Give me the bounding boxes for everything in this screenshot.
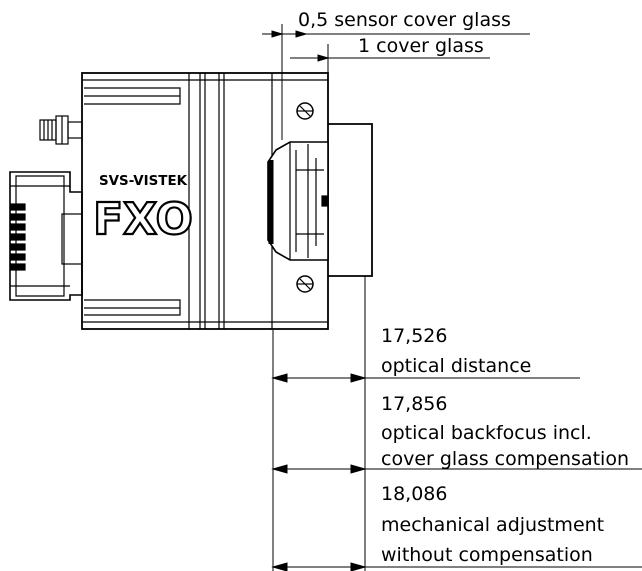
backfocus-value: 17,856 (381, 393, 447, 415)
optical-distance-label: optical distance (381, 355, 531, 377)
mechanical-label-line1: mechanical adjustment (381, 514, 604, 536)
backfocus-dimension (271, 464, 642, 474)
backfocus-label-line2: cover glass compensation (381, 448, 629, 470)
cover-glass-label: 1 cover glass (358, 35, 484, 57)
side-connector-module (9, 171, 83, 301)
sensor-glass-label: 0,5 sensor cover glass (298, 9, 511, 31)
mounting-screw-bottom (296, 275, 314, 293)
lens-mount (267, 123, 373, 277)
optical-distance-value: 17,526 (381, 325, 447, 347)
mechanical-dimension (271, 562, 642, 571)
camera-body (81, 72, 329, 330)
mounting-screw-top (296, 102, 314, 120)
backfocus-label-line1: optical backfocus incl. (381, 422, 592, 444)
camera-model: FXO (93, 194, 193, 245)
sensor-glass-dimension (262, 30, 530, 38)
cover-glass-dimension (290, 54, 490, 62)
mechanical-label-line2: without compensation (381, 544, 593, 566)
extension-lines (272, 24, 366, 571)
mechanical-value: 18,086 (381, 483, 447, 505)
camera-brand: SVS-VISTEK (99, 174, 188, 189)
connector-pins (10, 203, 26, 271)
io-connector (39, 115, 83, 145)
optical-distance-dimension (271, 373, 580, 383)
